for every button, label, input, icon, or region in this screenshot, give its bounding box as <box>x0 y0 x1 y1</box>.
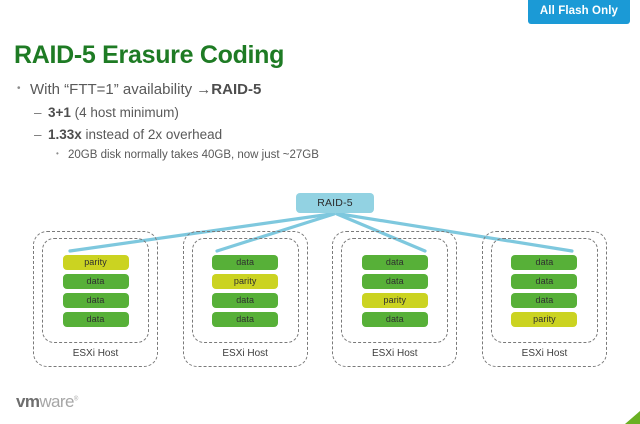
vmware-logo-ware: ware <box>39 392 74 411</box>
bullet-level2-a-emphasis: 3+1 <box>48 105 71 120</box>
disk-block: parity <box>62 254 129 270</box>
bullet-list: With “FTT=1” availability →RAID-5 3+1 (4… <box>16 79 446 164</box>
disk-block: data <box>62 292 129 308</box>
all-flash-only-badge: All Flash Only <box>527 0 630 24</box>
disk-block: data <box>212 254 279 270</box>
host-label: ESXi Host <box>72 348 119 359</box>
host-label: ESXi Host <box>521 348 568 359</box>
disk-block: data <box>361 254 428 270</box>
page-title: RAID-5 Erasure Coding <box>14 41 285 69</box>
bullet-level2-a: 3+1 (4 host minimum) <box>16 103 446 122</box>
disk-block: data <box>212 292 279 308</box>
host-label: ESXi Host <box>372 348 418 359</box>
arrow-icon: → <box>196 81 212 98</box>
host-disk-group-1: parity data data data <box>42 238 149 343</box>
disk-block: data <box>62 311 129 327</box>
vmware-logo-vm: vm <box>16 392 40 411</box>
bullet-level2-b-emphasis: 1.33x <box>48 127 82 142</box>
host-box-2[interactable]: data parity data data ESXi Host <box>182 231 308 367</box>
disk-block: data <box>212 311 279 327</box>
connector-line-host4 <box>338 212 574 253</box>
disk-block: parity <box>511 311 578 327</box>
bullet-level2-a-rest: (4 host minimum) <box>70 105 179 120</box>
connector-line-host1 <box>68 212 333 253</box>
connector-line-host3 <box>335 212 427 253</box>
bullet-level1-prefix: With “FTT=1” availability <box>30 81 197 98</box>
disk-block: data <box>62 273 129 289</box>
host-box-4[interactable]: data data data parity ESXi Host <box>481 231 607 367</box>
raid5-root-node[interactable]: RAID-5 <box>296 193 374 213</box>
bullet-level2-b: 1.33x instead of 2x overhead <box>16 125 446 144</box>
bullet-level3: 20GB disk normally takes 40GB, now just … <box>16 145 446 164</box>
disk-block: data <box>511 254 578 270</box>
disk-block: data <box>361 311 428 327</box>
disk-block: data <box>511 292 578 308</box>
vmware-logo: vmware® <box>16 392 78 412</box>
host-disk-group-4: data data data parity <box>490 238 598 343</box>
bullet-level1: With “FTT=1” availability →RAID-5 <box>16 79 446 100</box>
disk-block: data <box>361 273 428 289</box>
connector-line-host2 <box>215 212 336 253</box>
bullet-level1-emphasis: RAID-5 <box>211 81 262 98</box>
bullet-level2-b-rest: instead of 2x overhead <box>81 127 223 142</box>
corner-triangle-icon <box>625 411 640 424</box>
host-group: parity data data data ESXi Host data par… <box>0 231 640 367</box>
host-label: ESXi Host <box>222 348 268 359</box>
raid5-topology-diagram: RAID-5 parity data data data ESXi Host d… <box>0 188 640 388</box>
registered-trademark-icon: ® <box>73 396 78 403</box>
disk-block: parity <box>212 273 279 289</box>
host-box-3[interactable]: data data parity data ESXi Host <box>332 231 458 367</box>
host-box-1[interactable]: parity data data data ESXi Host <box>33 231 158 367</box>
host-disk-group-2: data parity data data <box>191 238 299 343</box>
host-disk-group-3: data data parity data <box>341 238 449 343</box>
disk-block: data <box>511 273 578 289</box>
connector-lines <box>68 212 574 253</box>
disk-block: parity <box>361 292 428 308</box>
